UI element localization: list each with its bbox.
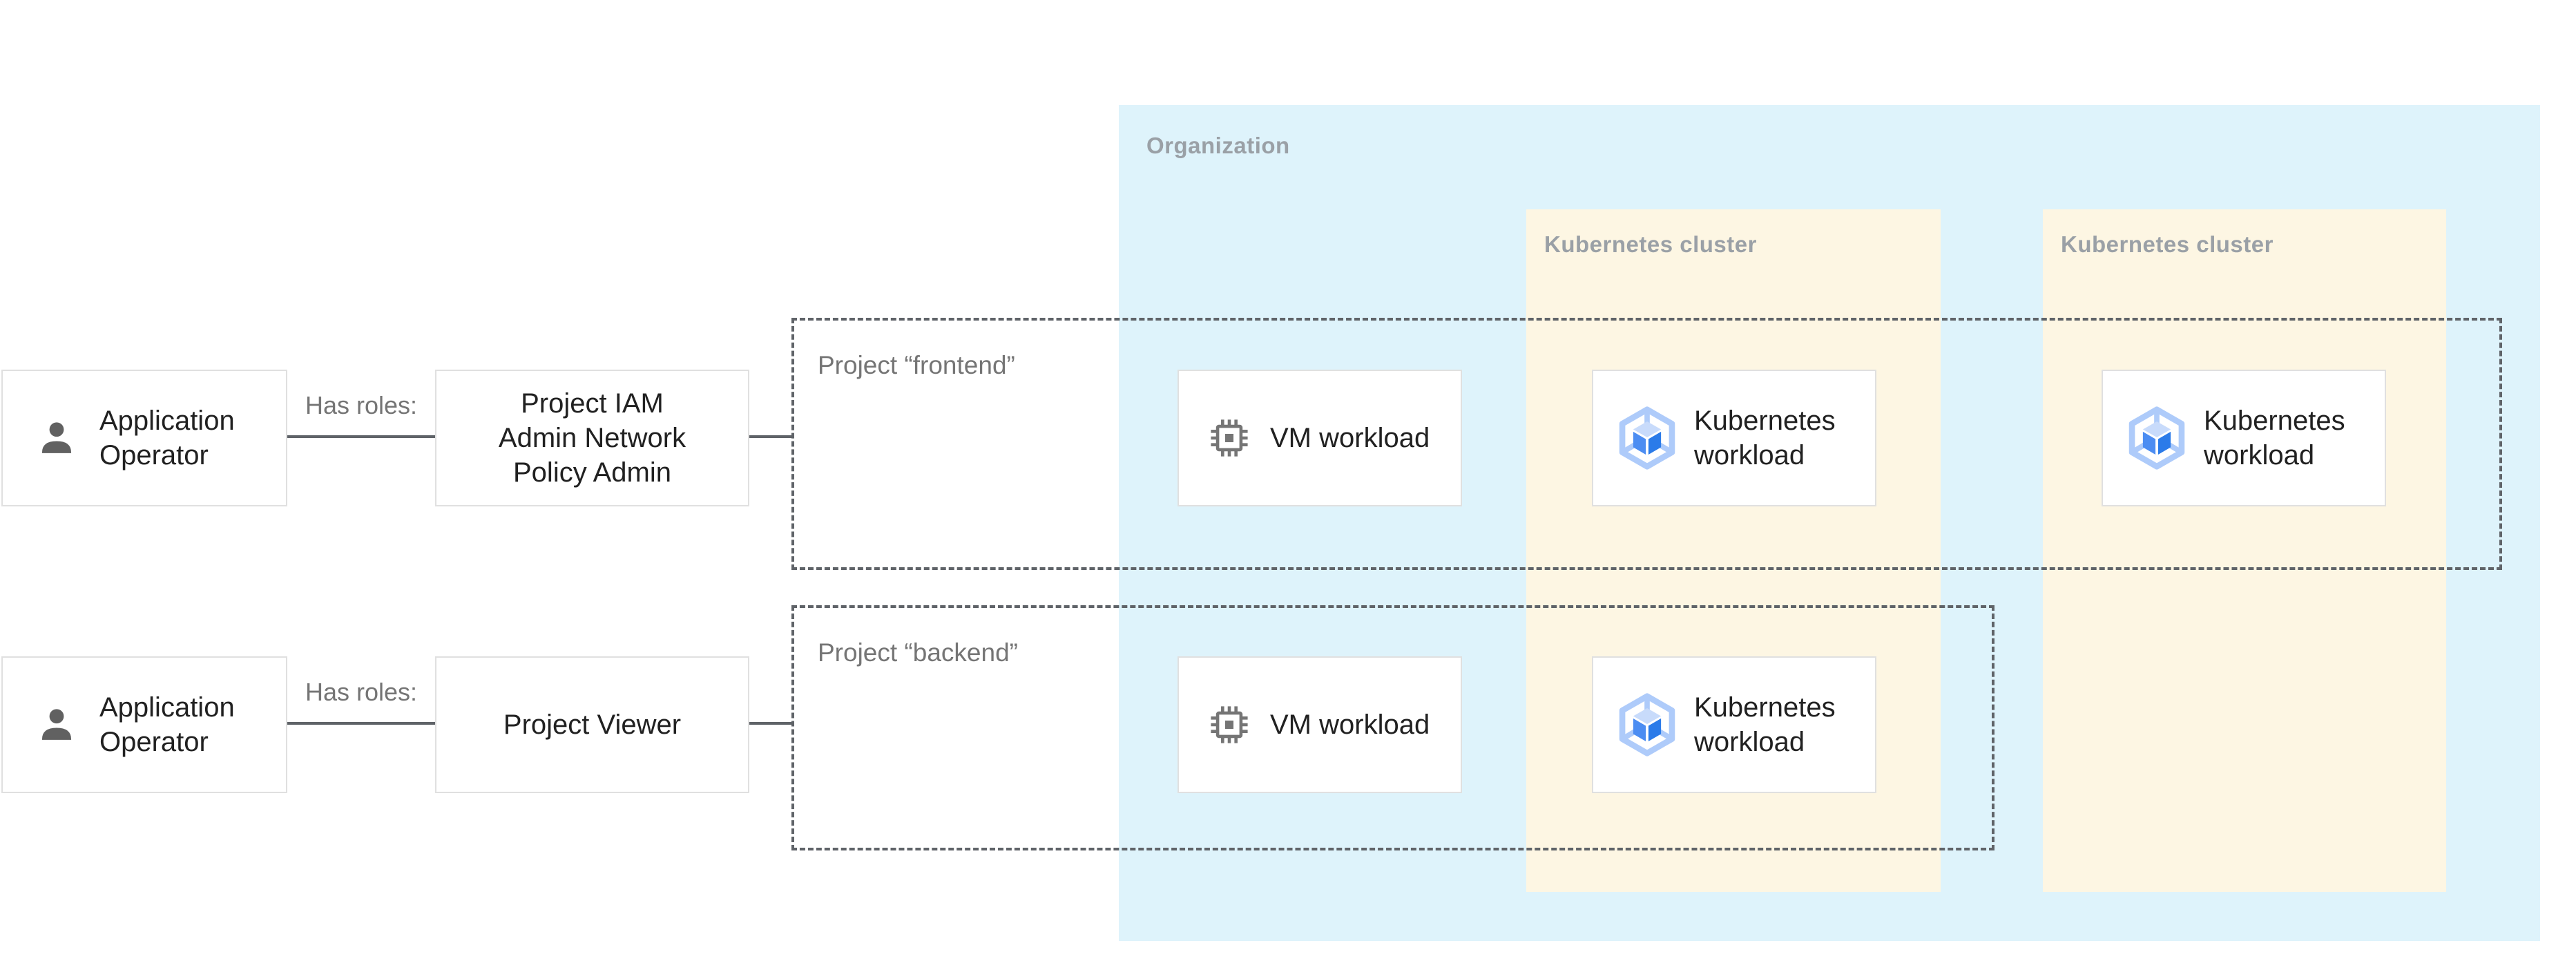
frontend-vm-workload: VM workload xyxy=(1178,370,1462,506)
workload-label: Kubernetes workload xyxy=(1694,406,1836,470)
project-frontend-boundary: Project “frontend” xyxy=(791,318,2502,570)
vm-chip-icon xyxy=(1211,706,1248,743)
actor-application-operator-2: Application Operator xyxy=(1,656,287,793)
frontend-kubernetes-workload-cluster2: Kubernetes workload xyxy=(2102,370,2386,506)
role-project-iam-admin-network-policy-admin: Project IAM Admin Network Policy Admin xyxy=(435,370,749,506)
actor-label: Application Operator xyxy=(99,692,235,757)
person-icon xyxy=(41,709,72,740)
organization-label: Organization xyxy=(1146,133,1290,158)
kubernetes-cluster-2: Kubernetes cluster xyxy=(2043,209,2446,892)
project-frontend-label: Project “frontend” xyxy=(818,351,1015,379)
project-backend-label: Project “backend” xyxy=(818,638,1018,667)
has-roles-label-1: Has roles: xyxy=(305,391,418,419)
kubernetes-cluster-2-label: Kubernetes cluster xyxy=(2061,231,2274,257)
actor-label: Application Operator xyxy=(99,406,235,470)
frontend-kubernetes-workload-cluster1: Kubernetes workload xyxy=(1592,370,1876,506)
connector-role1-project-frontend xyxy=(749,435,793,438)
vm-chip-icon xyxy=(1211,419,1248,457)
project-backend-boundary: Project “backend” xyxy=(791,605,1995,850)
gke-hexagon-icon xyxy=(1619,693,1675,757)
connector-operator2-role2 xyxy=(287,722,435,725)
connector-operator1-role1 xyxy=(287,435,435,438)
kubernetes-cluster-1-label: Kubernetes cluster xyxy=(1544,231,1757,257)
workload-label: VM workload xyxy=(1270,423,1430,453)
role-label: Project Viewer xyxy=(503,710,682,740)
role-label: Project IAM Admin Network Policy Admin xyxy=(498,388,686,488)
backend-vm-workload: VM workload xyxy=(1178,656,1462,793)
workload-label: VM workload xyxy=(1270,710,1430,740)
actor-application-operator-1: Application Operator xyxy=(1,370,287,506)
has-roles-label-2: Has roles: xyxy=(305,678,418,706)
role-project-viewer: Project Viewer xyxy=(435,656,749,793)
connector-role2-project-backend xyxy=(749,722,793,725)
workload-label: Kubernetes workload xyxy=(1694,692,1836,757)
backend-kubernetes-workload-cluster1: Kubernetes workload xyxy=(1592,656,1876,793)
gke-hexagon-icon xyxy=(2128,406,2185,470)
gke-hexagon-icon xyxy=(1619,406,1675,470)
person-icon xyxy=(41,422,72,453)
workload-label: Kubernetes workload xyxy=(2204,406,2345,470)
